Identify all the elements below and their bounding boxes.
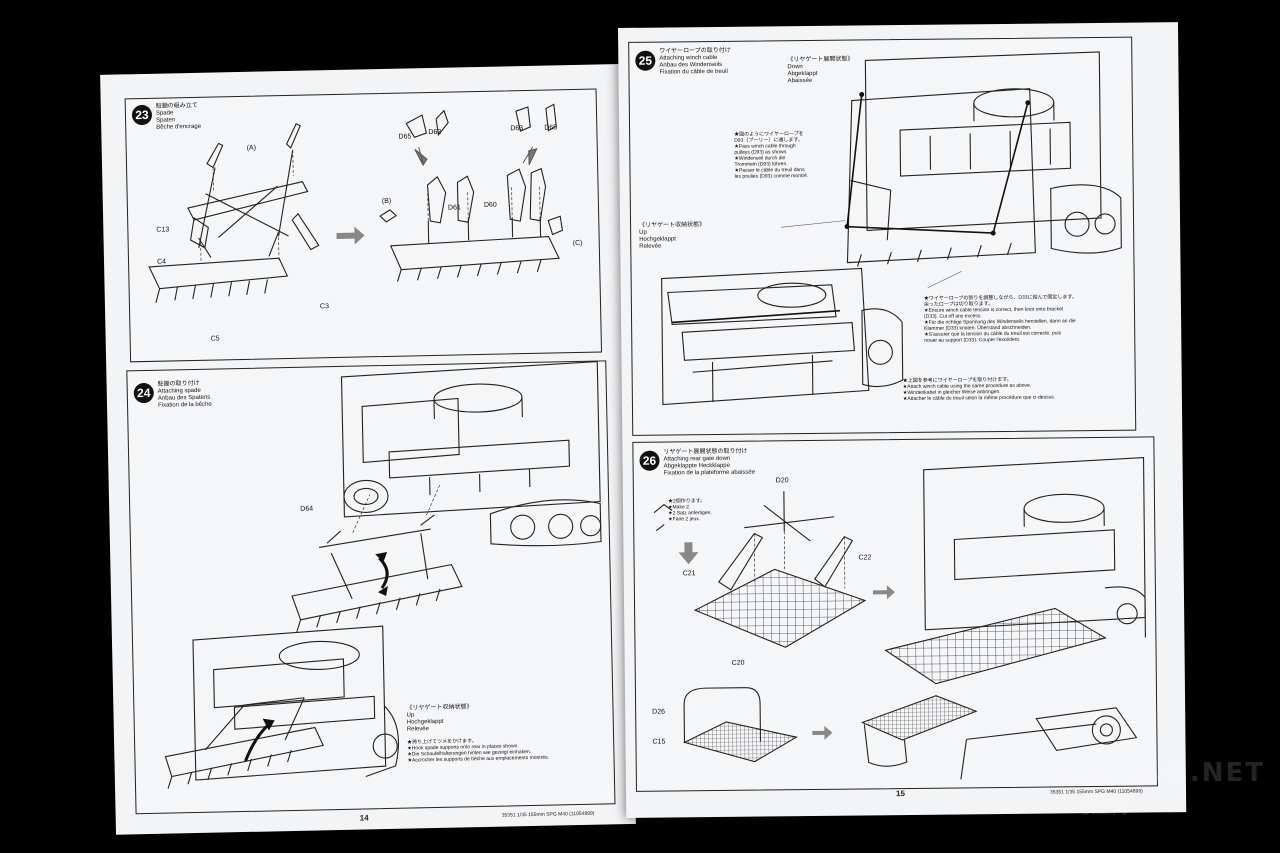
step24-note: ★持ち上げてツメをかけます。 ★Hook spade supports onto… <box>407 738 550 764</box>
left-page-footer: 35351 1/35 155mm SPG M40 (11054899) <box>501 810 595 819</box>
step24-vehicle-drawing <box>164 360 602 789</box>
step25-note-tension: ★ワイヤーロープの張りを調整しながら、D33に結んで固定します。 余ったロープは… <box>923 294 1077 344</box>
step25-note-same: ★上図を参考にワイヤーロープを取り付けます。 ★Attach winch cab… <box>902 376 1056 403</box>
left-page: 23 駐鋤の組み立て Spade Spaten Bêche d'encrage <box>100 64 636 835</box>
label-c22: C22 <box>858 554 872 562</box>
label-d20: D20 <box>775 477 789 485</box>
label-c4: C4 <box>156 258 167 266</box>
step23-spade-drawing <box>148 103 564 303</box>
label-d65a: D65 <box>398 133 412 141</box>
right-page: 25 ワイヤーロープの取り付け Attaching winch cable An… <box>618 22 1187 818</box>
label-c3: C3 <box>319 303 330 311</box>
step24-panel: 24 駐鋤の取り付け Attaching spade Anbau des Spa… <box>126 360 616 815</box>
label-c20: C20 <box>731 659 745 667</box>
step26-panel: 26 リヤゲート展開状態の取り付け Attaching rear gate do… <box>632 436 1158 792</box>
step24-state: 《リヤゲート収納状態》 Up Hochgeklappt Relevée <box>406 704 473 733</box>
step26-gate-drawing <box>653 456 1146 780</box>
label-d62: D62 <box>428 128 442 137</box>
step25-note-pulleys: ★図のようにワイヤーロープを D93（プーリー）に通します。 ★Pass win… <box>734 131 809 180</box>
watermark-text: MOXING.NET <box>1058 758 1266 788</box>
label-a: (A) <box>246 144 257 152</box>
label-c5: C5 <box>210 335 220 343</box>
label-d60: D60 <box>483 201 497 209</box>
label-c15: C15 <box>652 738 666 746</box>
step25-panel: 25 ワイヤーロープの取り付け Attaching winch cable An… <box>628 36 1137 436</box>
label-d63: D63 <box>510 125 524 133</box>
step23-panel: 23 駐鋤の組み立て Spade Spaten Bêche d'encrage <box>124 88 603 363</box>
label-c21: C21 <box>682 570 696 578</box>
label-c13: C13 <box>156 226 170 234</box>
label-d61: D61 <box>447 204 461 212</box>
label-d26: D26 <box>652 708 666 716</box>
label-d65b: D65 <box>544 124 558 132</box>
label-b: (B) <box>381 197 392 206</box>
right-page-number: 15 <box>895 789 905 799</box>
label-c: (C) <box>572 239 583 248</box>
instruction-spread: 23 駐鋤の組み立て Spade Spaten Bêche d'encrage <box>100 22 1187 835</box>
watermark-subtext: 模型网 <box>1080 798 1129 817</box>
step25-up-state: 《リヤゲート収納状態》 Up Hochgeklappt Relevée <box>639 222 706 250</box>
label-d64: D64 <box>300 505 314 513</box>
left-page-number: 14 <box>359 813 369 823</box>
step25-vehicle-drawing <box>661 51 1122 406</box>
